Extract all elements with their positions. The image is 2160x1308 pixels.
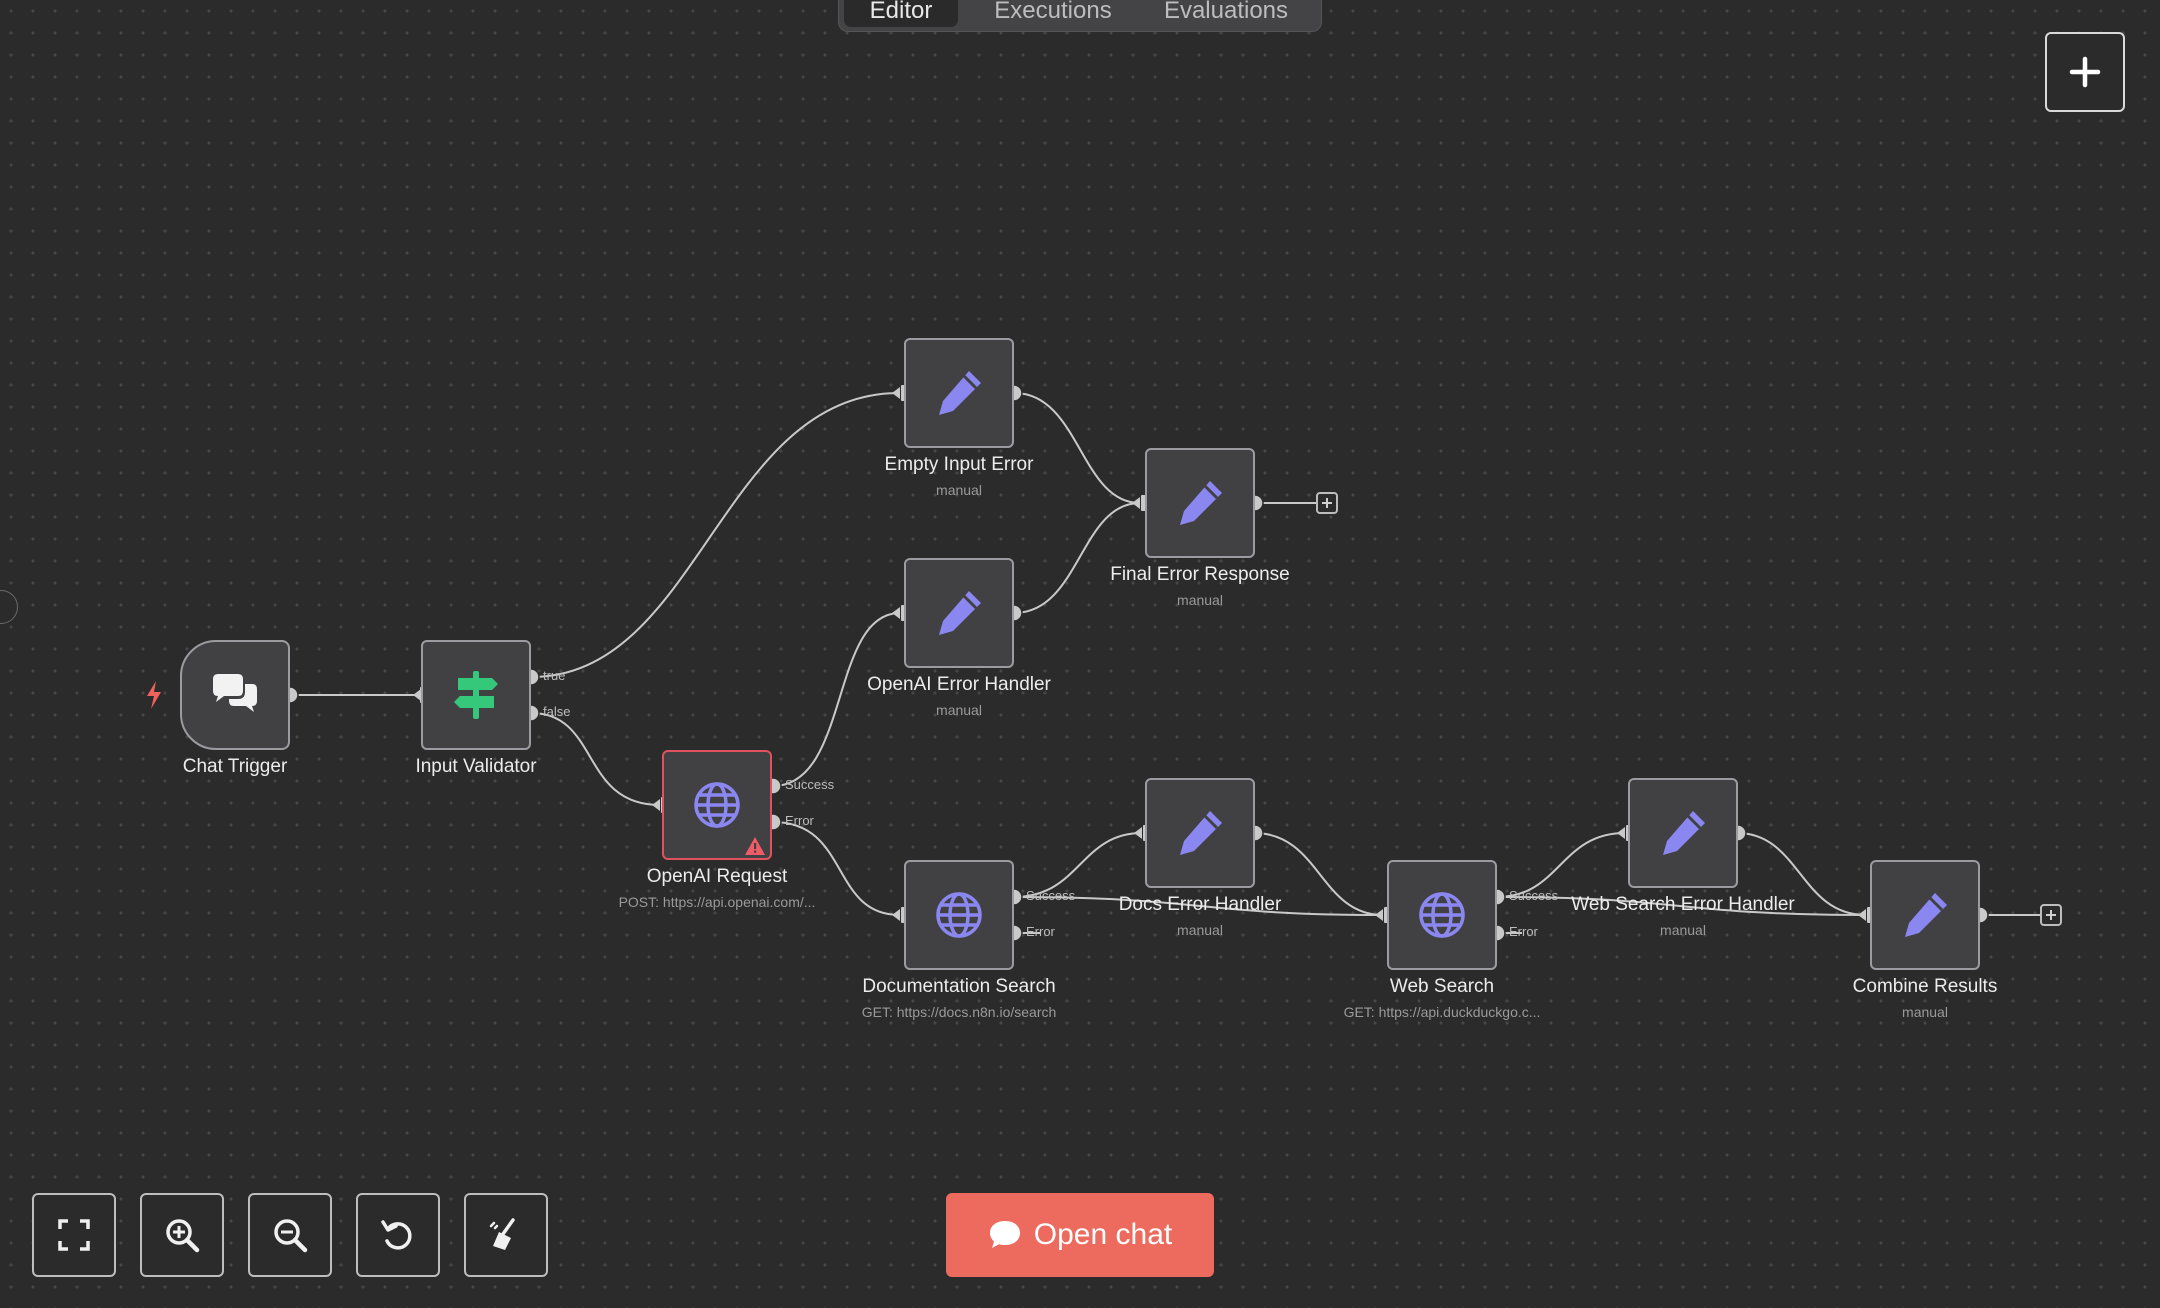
- node-label-web-search: Web Search GET: https://api.duckduckgo.c…: [1282, 976, 1602, 1020]
- node-subtitle: POST: https://api.openai.com/...: [618, 894, 816, 910]
- pencil-icon: [1180, 811, 1222, 855]
- port-label-success: Success: [785, 777, 835, 792]
- port-label-error: Error: [1509, 924, 1538, 939]
- reset-zoom-button[interactable]: [356, 1193, 440, 1277]
- plus-icon: [1322, 498, 1332, 508]
- node-title: Docs Error Handler: [1118, 894, 1282, 915]
- view-tabs: Editor Executions Evaluations: [838, 0, 1322, 32]
- arrowhead: [1617, 827, 1625, 839]
- zoom-out-icon: [274, 1219, 308, 1253]
- node-chat-trigger[interactable]: [180, 640, 290, 750]
- node-label-documentation-search: Documentation Search GET: https://docs.n…: [799, 976, 1119, 1020]
- node-subtitle: GET: https://api.duckduckgo.c...: [1343, 1004, 1541, 1020]
- node-title: Combine Results: [1852, 976, 1998, 997]
- zoom-in-icon: [166, 1219, 200, 1253]
- tab-executions[interactable]: Executions: [994, 0, 1112, 24]
- node-title: Web Search: [1389, 976, 1495, 997]
- arrowhead: [1858, 909, 1866, 921]
- port-label-error: Error: [785, 813, 814, 828]
- add-next-node-button[interactable]: [2040, 904, 2062, 926]
- node-subtitle: manual: [936, 482, 982, 498]
- node-documentation-search[interactable]: [904, 860, 1014, 970]
- arrowhead: [1375, 909, 1383, 921]
- arrowhead: [892, 607, 900, 619]
- port-label-error: Error: [1026, 924, 1055, 939]
- pencil-icon: [939, 591, 981, 635]
- node-label-docs-error-handler: Docs Error Handler manual: [1040, 894, 1360, 938]
- open-chat-label: Open chat: [1033, 1218, 1173, 1251]
- node-input-validator[interactable]: [421, 640, 531, 750]
- tidy-up-button[interactable]: [464, 1193, 548, 1277]
- node-final-error-response[interactable]: [1145, 448, 1255, 558]
- node-title: Input Validator: [415, 756, 537, 777]
- node-label-web-search-error-handler: Web Search Error Handler manual: [1523, 894, 1843, 938]
- arrowhead: [1134, 827, 1142, 839]
- node-label-final-error-response: Final Error Response manual: [1040, 564, 1360, 608]
- plus-icon: [2069, 56, 2101, 88]
- globe-icon: [936, 892, 982, 938]
- node-title: OpenAI Request: [646, 866, 788, 887]
- node-subtitle: GET: https://docs.n8n.io/search: [861, 1004, 1057, 1020]
- node-empty-input-error[interactable]: [904, 338, 1014, 448]
- node-label-chat-trigger: Chat Trigger: [75, 756, 395, 778]
- fit-view-icon: [58, 1219, 90, 1251]
- node-label-input-validator: Input Validator: [316, 756, 636, 778]
- add-node-button[interactable]: [2045, 32, 2125, 112]
- node-title: Chat Trigger: [182, 756, 288, 777]
- node-title: OpenAI Error Handler: [867, 674, 1051, 695]
- pencil-icon: [1180, 481, 1222, 525]
- fit-view-button[interactable]: [32, 1193, 116, 1277]
- pencil-icon: [1905, 893, 1947, 937]
- chat-bubble-icon: [989, 1221, 1020, 1248]
- side-panel-toggle[interactable]: [0, 590, 18, 624]
- node-subtitle: manual: [1660, 922, 1706, 938]
- node-title: Web Search Error Handler: [1571, 894, 1795, 915]
- node-openai-request[interactable]: [662, 750, 772, 860]
- add-next-node-button[interactable]: [1316, 492, 1338, 514]
- arrowhead: [892, 909, 900, 921]
- port-label-success: Success: [1026, 888, 1076, 903]
- pencil-icon: [939, 371, 981, 415]
- globe-icon: [694, 782, 740, 828]
- globe-icon: [1419, 892, 1465, 938]
- trigger-bolt-icon: [147, 681, 161, 709]
- open-chat-button[interactable]: Open chat: [946, 1193, 1214, 1277]
- node-title: Final Error Response: [1110, 564, 1290, 585]
- port-label-success: Success: [1509, 888, 1559, 903]
- zoom-out-button[interactable]: [248, 1193, 332, 1277]
- node-label-empty-input-error: Empty Input Error manual: [799, 454, 1119, 498]
- node-label-combine-results: Combine Results manual: [1765, 976, 2085, 1020]
- arrowhead: [413, 689, 421, 701]
- node-docs-error-handler[interactable]: [1145, 778, 1255, 888]
- tab-editor[interactable]: Editor: [844, 0, 958, 27]
- tidy-up-icon: [489, 1218, 515, 1250]
- tab-evaluations[interactable]: Evaluations: [1163, 0, 1289, 24]
- port-label-true: true: [543, 668, 566, 683]
- edge-validator-true-empty: [530, 392, 901, 678]
- node-web-search-error-handler[interactable]: [1628, 778, 1738, 888]
- plus-icon: [2046, 910, 2056, 920]
- node-subtitle: manual: [1177, 592, 1223, 608]
- node-openai-error-handler[interactable]: [904, 558, 1014, 668]
- node-label-openai-request: OpenAI Request POST: https://api.openai.…: [557, 866, 877, 910]
- port-label-false: false: [543, 704, 571, 719]
- zoom-in-button[interactable]: [140, 1193, 224, 1277]
- node-title: Empty Input Error: [884, 454, 1034, 475]
- signpost-icon: [454, 671, 498, 719]
- node-subtitle: manual: [936, 702, 982, 718]
- reset-zoom-icon: [381, 1220, 412, 1250]
- arrowhead: [892, 387, 900, 399]
- node-subtitle: manual: [1902, 1004, 1948, 1020]
- node-subtitle: manual: [1177, 922, 1223, 938]
- chat-bubbles-icon: [213, 674, 257, 712]
- node-title: Documentation Search: [862, 976, 1056, 997]
- node-combine-results[interactable]: [1870, 860, 1980, 970]
- pencil-icon: [1663, 811, 1705, 855]
- node-web-search[interactable]: [1387, 860, 1497, 970]
- node-label-openai-error-handler: OpenAI Error Handler manual: [799, 674, 1119, 718]
- arrowhead: [1132, 497, 1140, 509]
- warning-icon: [745, 837, 765, 855]
- arrowhead: [652, 799, 660, 811]
